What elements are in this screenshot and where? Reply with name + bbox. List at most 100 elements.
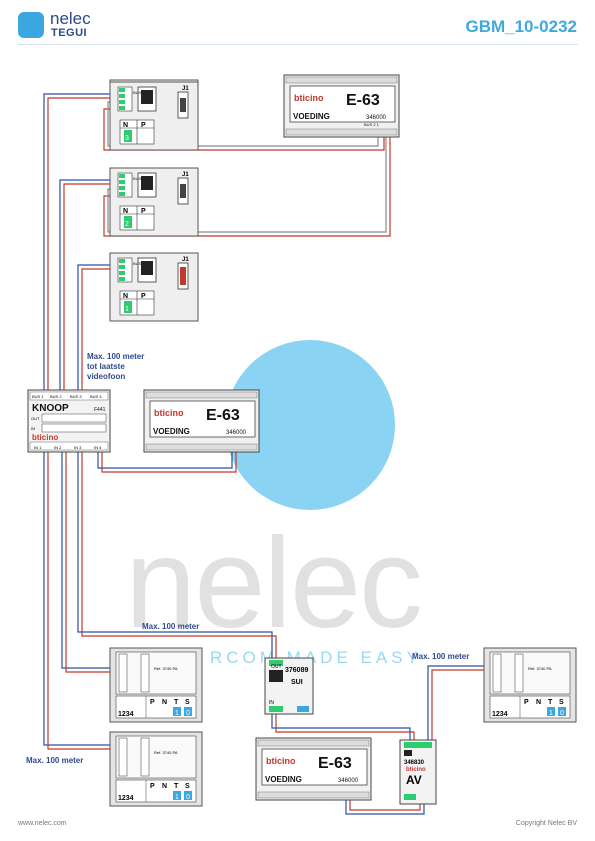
- nelec-logo: nelec TEGUI: [18, 9, 148, 42]
- distributor-knoop: KNOOP F441 OUT IN bticino BUS 1 BUS 2 BU…: [27, 389, 111, 453]
- panel-3-ref: Ref. 3740 PA: [528, 666, 552, 671]
- psu-top: bticino E-63 VOEDING 346000 BUS 2 1: [283, 74, 400, 138]
- panel-2-dips: 1234: [118, 795, 134, 802]
- panel-1-val-s: 0: [186, 710, 190, 717]
- panel-2-val-s: 0: [186, 794, 190, 801]
- note-max-top: Max. 100 meter: [142, 622, 200, 631]
- distributor-in-3: IN 3: [74, 445, 82, 450]
- distributor-title: KNOOP: [32, 403, 69, 414]
- panel-1-ref: Ref. 3740 PA: [154, 666, 178, 671]
- psu-label: VOEDING: [293, 112, 330, 121]
- monitor-3-p: P: [141, 122, 146, 129]
- monitor-1-jumper: J1: [182, 257, 189, 263]
- distributor-bus-2: BUS 2: [50, 394, 62, 399]
- distributor-bus-4: BUS 4: [90, 394, 102, 399]
- note-max-right: Max. 100 meter: [412, 652, 470, 661]
- watermark-tagline: RCOM MADE EASY: [210, 648, 422, 667]
- panel-3-val-t: 1: [549, 710, 553, 717]
- distributor-in-2: IN 2: [54, 445, 62, 450]
- monitor-2: J1 N P 2 BUS: [109, 167, 199, 237]
- psu-label: VOEDING: [153, 427, 190, 436]
- monitor-3-jumper-icon: [180, 98, 186, 112]
- monitor-2-n: N: [123, 208, 128, 215]
- monitor-3-n-value: 3: [125, 135, 129, 142]
- av-module: 346830 bticino AV: [399, 739, 437, 805]
- monitor-2-n-value: 2: [125, 221, 129, 228]
- psu-bottom: bticino E-63 VOEDING 346000: [255, 737, 372, 801]
- footer-copyright: Copyright Nelec BV: [515, 820, 577, 827]
- av-name: AV: [406, 773, 422, 787]
- psu-model: E-63: [206, 407, 240, 424]
- panel-2-val-t: 1: [175, 794, 179, 801]
- sui-name: SUI: [291, 679, 303, 686]
- distributor-bus-1: BUS 1: [32, 394, 44, 399]
- sui-out: OUT: [271, 664, 282, 670]
- monitor-3-term-bus: BUS: [133, 90, 142, 95]
- monitor-1-term-bus: BUS: [133, 261, 142, 266]
- panel-3-val-s: 0: [560, 710, 564, 717]
- distributor-brand: bticino: [32, 433, 58, 442]
- distributor-bus-3: BUS 3: [70, 394, 82, 399]
- psu-terms: BUS 2 1: [364, 122, 380, 127]
- psu-brand: bticino: [154, 408, 184, 418]
- monitor-3-jumper: J1: [182, 86, 189, 92]
- distributor-in-1: IN 1: [34, 445, 42, 450]
- logo-sub: TEGUI: [51, 27, 88, 39]
- distributor-code: F441: [94, 407, 106, 413]
- panel-3-col-n: N: [536, 699, 541, 706]
- psu-brand: bticino: [266, 756, 296, 766]
- monitor-1-n: N: [123, 293, 128, 300]
- panel-3-dips: 1234: [492, 711, 508, 718]
- sui-module: OUT 376089 SUI IN: [264, 657, 314, 715]
- panel-1-val-t: 1: [175, 710, 179, 717]
- panel-1-col-n: N: [162, 699, 167, 706]
- nelec-logo-icon: [18, 12, 44, 38]
- footer-website: www.nelec.com: [18, 820, 67, 827]
- psu-model: E-63: [318, 755, 352, 772]
- psu-label: VOEDING: [265, 775, 302, 784]
- monitor-2-n-switch-icon: [124, 216, 132, 228]
- monitor-1-n-switch-icon: [124, 301, 132, 313]
- panel-1-col-s: S: [185, 699, 190, 706]
- note-max-left: Max. 100 meter: [26, 756, 84, 765]
- header-divider: [18, 44, 578, 45]
- av-code: 346830: [404, 760, 425, 766]
- watermark-text: nelec: [125, 512, 423, 655]
- distributor-out: OUT: [31, 416, 40, 421]
- monitor-3-n: N: [123, 122, 128, 129]
- panel-1-col-p: P: [150, 699, 155, 706]
- document-id: GBM_10-0232: [465, 17, 577, 36]
- monitor-2-jumper: J1: [182, 172, 189, 178]
- monitor-1-p: P: [141, 293, 146, 300]
- panel-2-col-s: S: [185, 783, 190, 790]
- panel-2-col-t: T: [174, 783, 179, 790]
- psu-model: E-63: [346, 92, 380, 109]
- panel-1: Ref. 3740 PA 1234 P N T S 1 0: [109, 647, 203, 723]
- panel-1-dips: 1234: [118, 711, 134, 718]
- psu-middle: bticino E-63 VOEDING 346000: [143, 389, 260, 453]
- panel-2: Ref. 3740 PA 1234 P N T S 1 0: [109, 731, 203, 807]
- monitor-1-n-value: 1: [125, 306, 129, 313]
- psu-code: 346000: [366, 115, 387, 121]
- panel-2-col-n: N: [162, 783, 167, 790]
- monitor-2-jumper-icon: [180, 184, 186, 198]
- monitor-3-n-switch-icon: [124, 130, 132, 142]
- distributor-in: IN: [31, 426, 35, 431]
- psu-code: 346000: [338, 778, 359, 784]
- panel-3-col-s: S: [559, 699, 564, 706]
- distributor-in-4: IN 4: [94, 445, 102, 450]
- psu-code: 346000: [226, 430, 247, 436]
- panel-2-ref: Ref. 3740 PA: [154, 750, 178, 755]
- sui-in: IN: [269, 700, 274, 706]
- av-brand: bticino: [406, 767, 426, 773]
- note-max-videofoon: Max. 100 meter tot laatste videofoon: [87, 352, 145, 381]
- panel-3: Ref. 3740 PA 1234 P N T S 1 0: [483, 647, 577, 723]
- monitor-2-p: P: [141, 208, 146, 215]
- panel-1-col-t: T: [174, 699, 179, 706]
- sui-code: 376089: [285, 667, 308, 674]
- panel-3-col-t: T: [548, 699, 553, 706]
- logo-name: nelec: [50, 9, 91, 28]
- monitor-1: J1 N P 1 BUS: [109, 252, 199, 322]
- monitor-2-term-bus: BUS: [133, 176, 142, 181]
